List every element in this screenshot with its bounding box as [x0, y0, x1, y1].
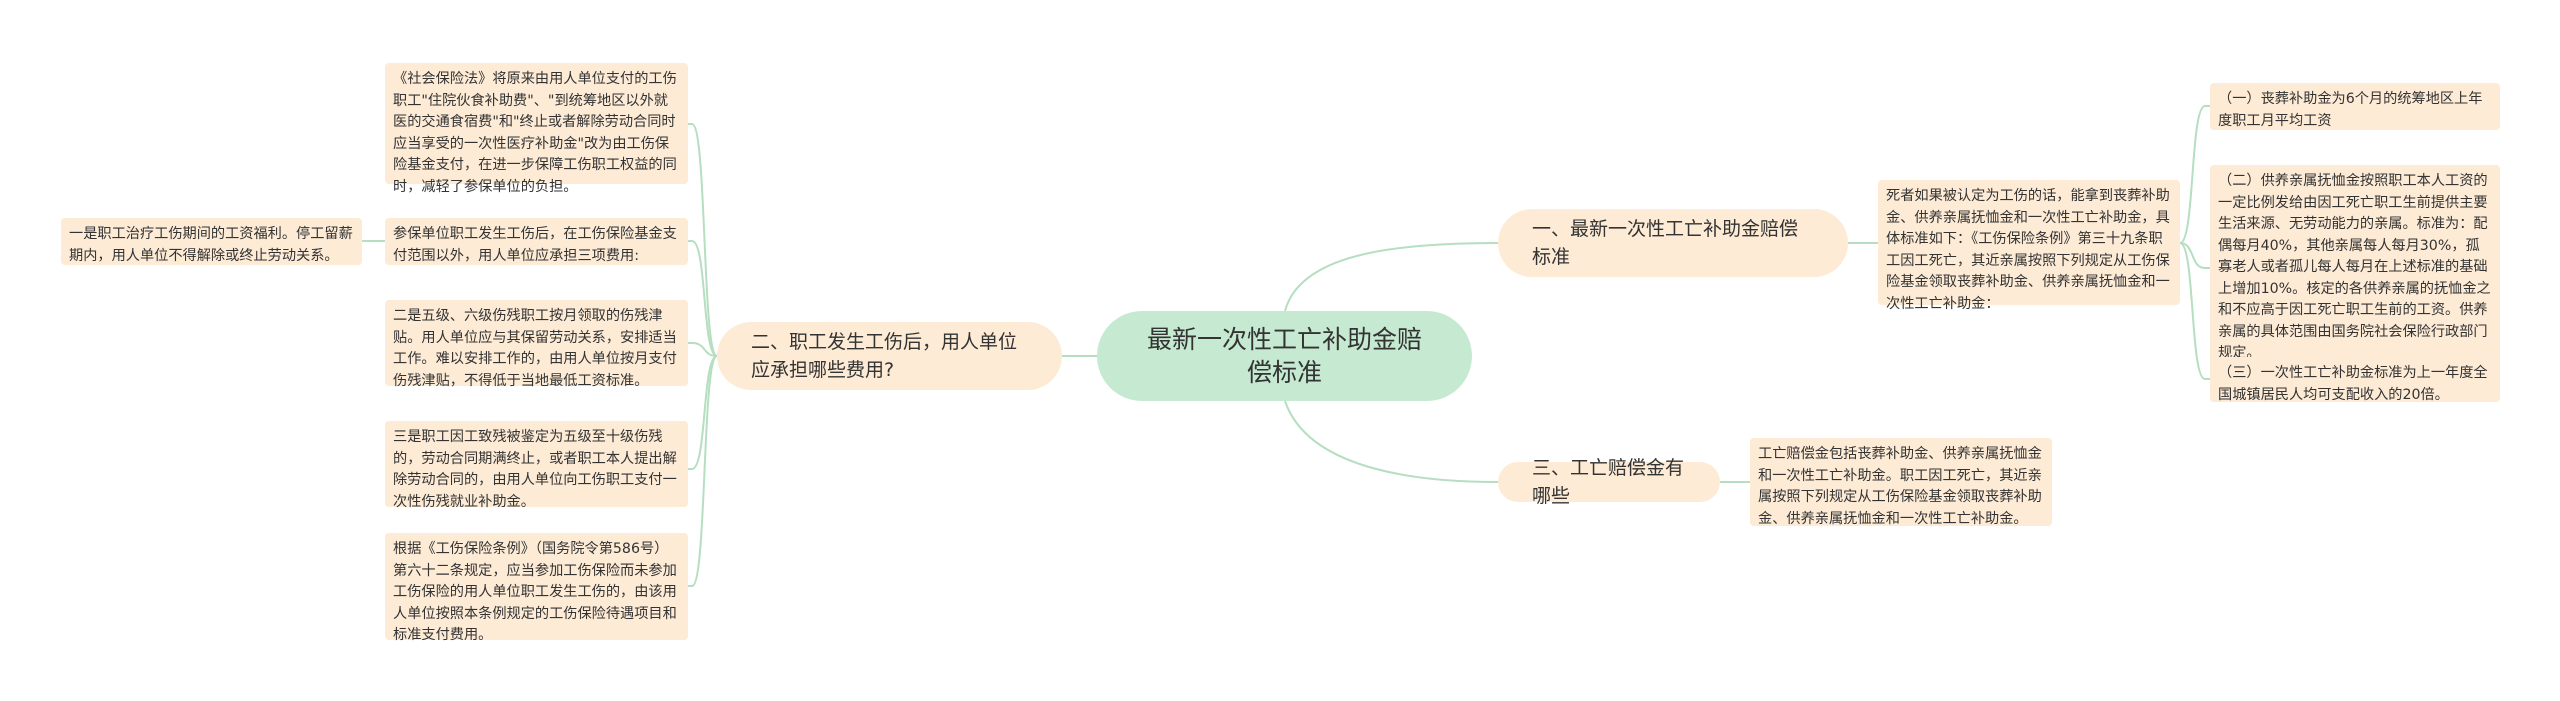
root-topic[interactable]: 最新一次性工亡补助金赔偿标准: [1097, 311, 1472, 401]
topic-dependent-pension[interactable]: （二）供养亲属抚恤金按照职工本人工资的一定比例发给由因工死亡职工生前提供主要生活…: [2210, 165, 2500, 370]
topic-lump-sum-subsidy[interactable]: （三）一次性工亡补助金标准为上一年度全国城镇居民人均可支配收入的20倍。: [2210, 357, 2500, 403]
topic-employment-subsidy[interactable]: 三是职工因工致残被鉴定为五级至十级伤残的，劳动合同期满终止，或者职工本人提出解除…: [385, 421, 688, 510]
topic-wage-benefits[interactable]: 一是职工治疗工伤期间的工资福利。停工留薪期内，用人单位不得解除或终止劳动关系。: [61, 218, 362, 265]
topic-compensation-standard-detail[interactable]: 死者如果被认定为工伤的话，能拿到丧葬补助金、供养亲属抚恤金和一次性工亡补助金，具…: [1878, 180, 2180, 312]
topic-disability-allowance[interactable]: 二是五级、六级伤残职工按月领取的伤残津贴。用人单位应与其保留劳动关系，安排适当工…: [385, 300, 688, 389]
topic-uninsured-employer[interactable]: 根据《工伤保险条例》（国务院令第586号）第六十二条规定，应当参加工伤保险而未参…: [385, 533, 688, 643]
topic-death-compensation-items-detail[interactable]: 工亡赔偿金包括丧葬补助金、供养亲属抚恤金和一次性工亡补助金。职工因工死亡，其近亲…: [1750, 438, 2052, 527]
topic-social-insurance-law[interactable]: 《社会保险法》将原来由用人单位支付的工伤职工"住院伙食补助费"、"到统筹地区以外…: [385, 63, 688, 195]
topic-employer-costs[interactable]: 二、职工发生工伤后，用人单位应承担哪些费用?: [717, 322, 1062, 390]
topic-compensation-standard[interactable]: 一、最新一次性工亡补助金赔偿标准: [1498, 209, 1848, 277]
topic-funeral-subsidy[interactable]: （一）丧葬补助金为6个月的统筹地区上年度职工月平均工资: [2210, 83, 2500, 130]
topic-death-compensation-items[interactable]: 三、工亡赔偿金有哪些: [1498, 457, 1720, 507]
topic-three-costs[interactable]: 参保单位职工发生工伤后，在工伤保险基金支付范围以外，用人单位应承担三项费用:: [385, 218, 688, 265]
